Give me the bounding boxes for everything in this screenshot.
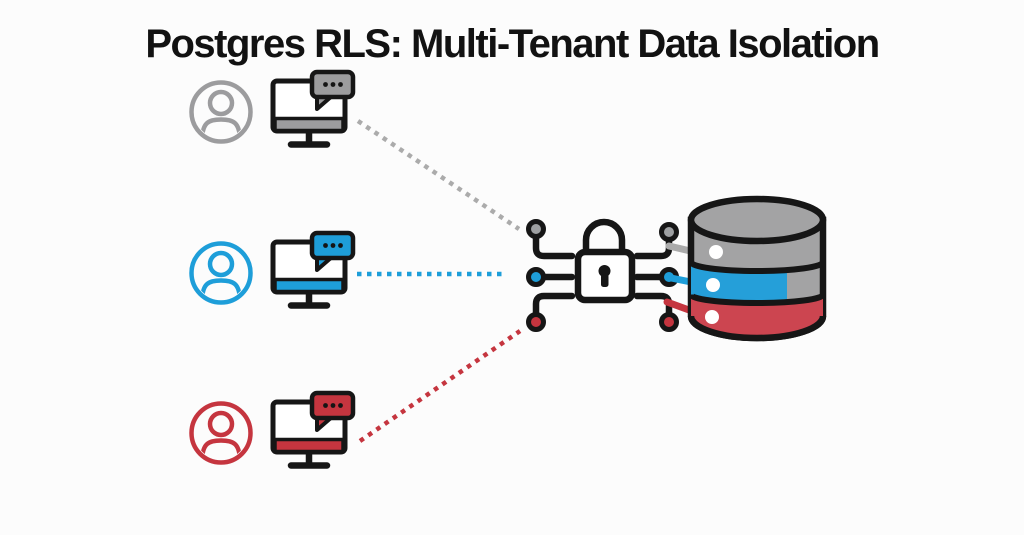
diagram-title: Postgres RLS: Multi-Tenant Data Isolatio… [145,22,880,66]
database-icon [687,195,827,342]
tenant-row-blue [192,233,354,306]
node-blue-left [526,267,546,287]
db-layer-red [691,295,823,338]
connection-red-dotted-line [358,329,522,443]
tenant-row-gray [192,72,354,145]
node-red-left [526,312,546,332]
connection-gray-dotted-line [356,119,521,231]
node-gray-right [659,222,679,242]
node-red-right [659,312,679,332]
lock-left-connectors [526,219,576,332]
keyhole-icon [598,265,611,277]
port-dot-gray [709,245,723,259]
tenant-row-red [192,393,354,466]
port-dot-blue [706,278,720,292]
port-dot-red [705,310,719,324]
node-gray-left [526,219,546,239]
lock-icon [574,218,636,304]
